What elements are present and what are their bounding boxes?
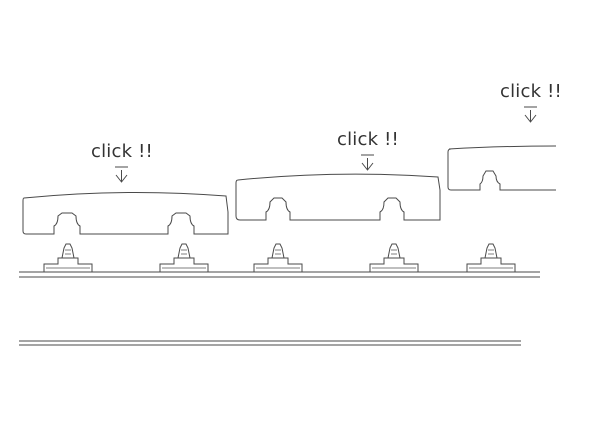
- press-down-arrow-icon: [361, 154, 374, 171]
- clip-pin-icon: [43, 243, 93, 273]
- clip-pin-icon: [369, 243, 419, 273]
- press-down-arrow-icon: [524, 106, 537, 123]
- clip-pin-icon: [159, 243, 209, 273]
- clip-pin-icon: [466, 243, 516, 273]
- click-label-step-1: click !!: [91, 141, 153, 162]
- skirting-panel-step-3: [447, 145, 557, 191]
- press-down-arrow-icon: [115, 166, 128, 183]
- floor-line: [19, 340, 521, 346]
- click-label-step-2: click !!: [337, 129, 399, 150]
- skirting-panel-step-1: [22, 191, 229, 235]
- clip-pin-icon: [253, 243, 303, 273]
- base-rail: [19, 271, 540, 278]
- click-label-step-3: click !!: [500, 81, 562, 102]
- skirting-panel-step-2: [235, 173, 441, 221]
